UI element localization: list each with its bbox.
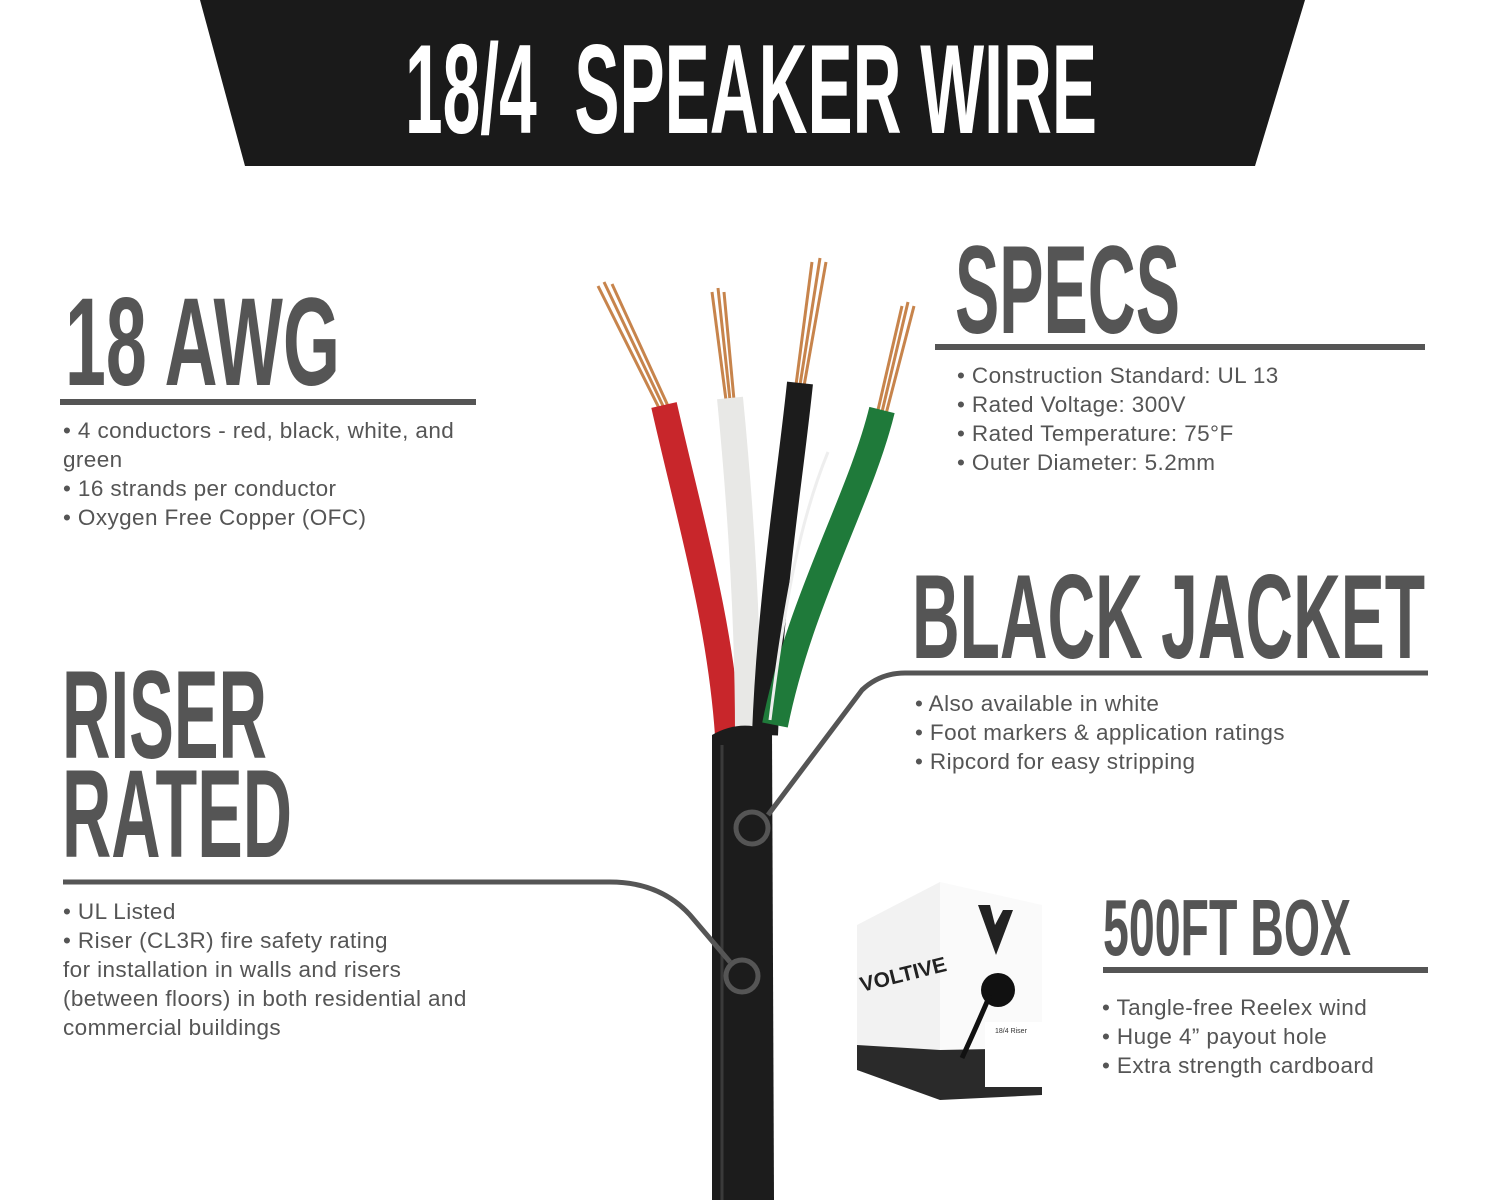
awg-heading: 18 AWG (65, 273, 340, 412)
jacket-callout-line (766, 670, 1428, 817)
awg-bullet: • 16 strands per conductor (63, 476, 337, 501)
jacket-bullet: • Foot markers & application ratings (915, 720, 1285, 745)
specs-bullet: • Rated Temperature: 75°F (957, 421, 1234, 446)
riser-callout-dot (723, 957, 761, 995)
jacket-heading: BLACK JACKET (912, 550, 1425, 684)
box-bullet: • Tangle-free Reelex wind (1102, 995, 1367, 1020)
awg-divider (60, 399, 476, 405)
riser-callout-line (63, 879, 732, 964)
box-bullet: • Huge 4” payout hole (1102, 1024, 1327, 1049)
jacket-bullet: • Also available in white (915, 691, 1159, 716)
awg-bullet: green (63, 447, 123, 472)
box-bullet: • Extra strength cardboard (1102, 1053, 1374, 1078)
box-divider (1103, 967, 1428, 973)
jacket-callout-dot (733, 809, 771, 847)
awg-bullet: • Oxygen Free Copper (OFC) (63, 505, 366, 530)
riser-bullet: • Riser (CL3R) fire safety rating (63, 928, 388, 953)
awg-bullet: • 4 conductors - red, black, white, and (63, 418, 454, 443)
box-label: 18/4 Riser (995, 1028, 1028, 1035)
riser-heading-line2: RATED (62, 745, 292, 884)
riser-bullet: (between floors) in both residential and (63, 986, 467, 1011)
specs-heading: SPECS (955, 221, 1180, 360)
speaker-wire-illustration (596, 257, 916, 1200)
title-banner (200, 0, 1305, 166)
wire-box-image: VOLTIVE 18/4 Riser (857, 882, 1042, 1100)
riser-bullet: for installation in walls and risers (63, 957, 401, 982)
specs-bullet: • Outer Diameter: 5.2mm (957, 450, 1215, 475)
jacket-bullet: • Ripcord for easy stripping (915, 749, 1195, 774)
specs-bullet: • Construction Standard: UL 13 (957, 363, 1279, 388)
riser-bullet: commercial buildings (63, 1015, 281, 1040)
box-heading: 500FT BOX (1103, 883, 1351, 972)
specs-divider (935, 344, 1425, 350)
page-title: 18/4 SPEAKER WIRE (405, 18, 1097, 160)
specs-bullet: • Rated Voltage: 300V (957, 392, 1186, 417)
riser-heading-line1: RISER (62, 646, 267, 785)
riser-bullet: • UL Listed (63, 899, 176, 924)
